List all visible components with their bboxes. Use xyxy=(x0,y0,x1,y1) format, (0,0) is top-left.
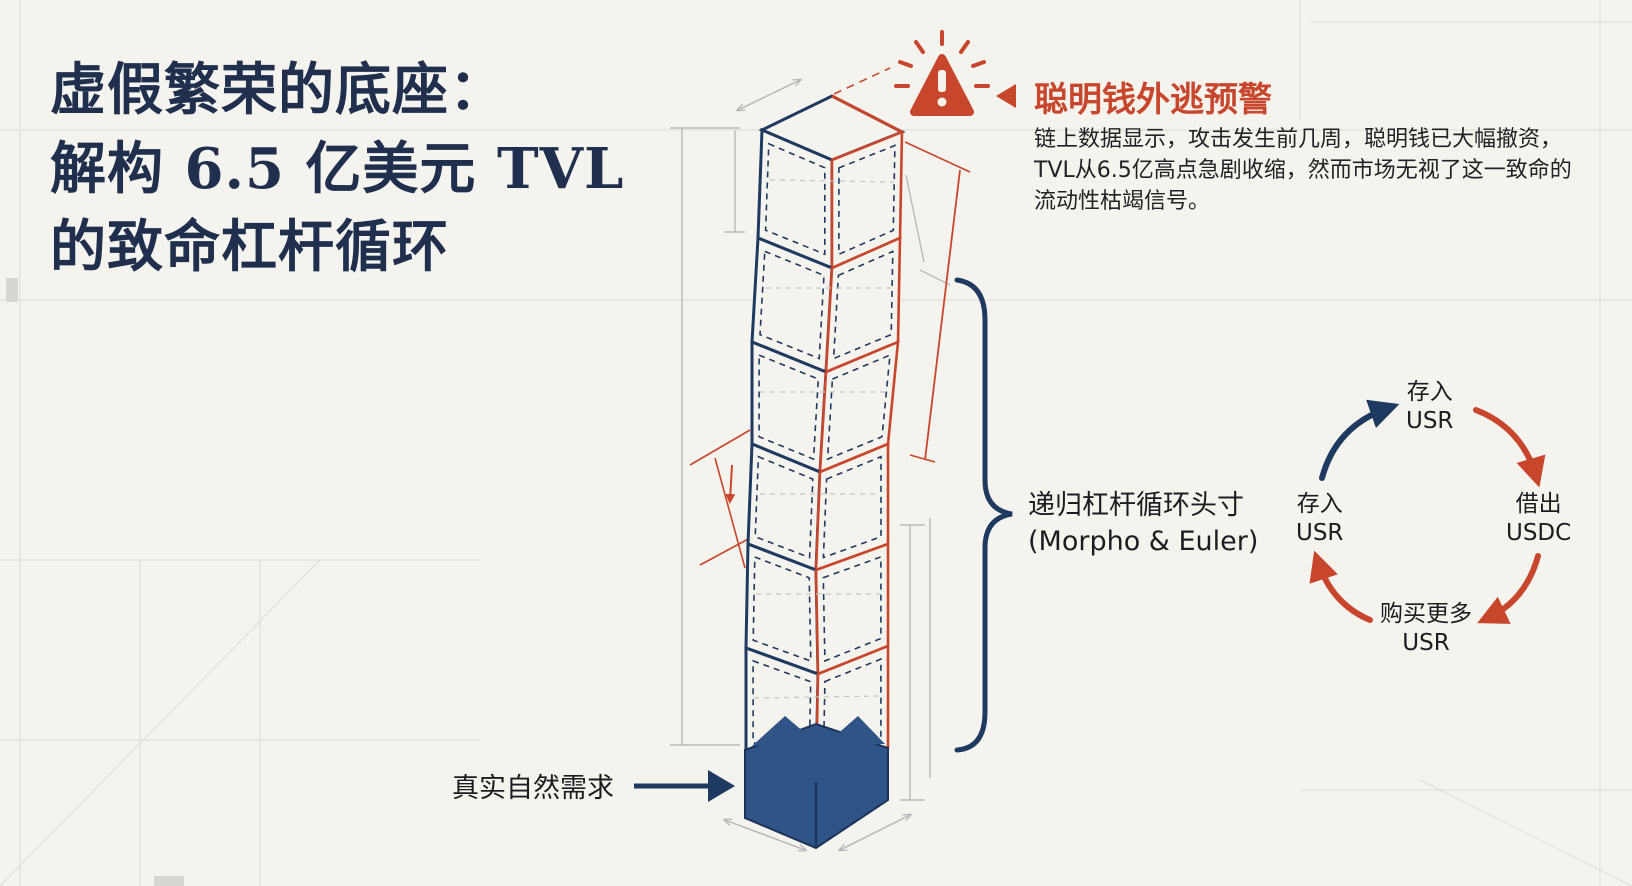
tower-blocks xyxy=(744,94,906,781)
tower-block-hidden-edge xyxy=(769,179,895,183)
tower-block-hidden-edge xyxy=(753,695,881,699)
tower-block-inner-dashed xyxy=(754,455,814,559)
title-line-2-mid: 亿美元 xyxy=(284,137,497,202)
tower-block-inner-dashed xyxy=(759,250,825,360)
cycle-node-right: 借出 USDC xyxy=(1506,490,1571,548)
cycle-node-bottom-line-2: USR xyxy=(1402,630,1450,656)
title-line-3: 的致命杠杆循环 xyxy=(50,215,449,280)
tower-block-inner-dashed xyxy=(832,250,894,360)
leverage-cycle-arrows xyxy=(1309,399,1546,624)
title-line-1: 虚假繁荣的底座： xyxy=(50,58,506,123)
page-title: 虚假繁荣的底座： 解构 6.5 亿美元 TVL 的致命杠杆循环 xyxy=(50,52,624,287)
title-line-2-prefix: 解构 xyxy=(50,137,185,202)
base-label: 真实自然需求 xyxy=(452,773,614,804)
cycle-node-left-line-2: USR xyxy=(1296,520,1344,546)
warning-pointer-icon xyxy=(996,84,1016,108)
warning-title: 聪明钱外逃预警 xyxy=(1034,80,1272,120)
cycle-node-left: 存入 USR xyxy=(1296,490,1343,548)
title-line-2: 解构 6.5 亿美元 TVL xyxy=(50,130,624,209)
base-pointer-arrowhead xyxy=(708,770,735,802)
tower-block-inner-dashed xyxy=(826,353,891,461)
cycle-node-bottom: 购买更多 USR xyxy=(1380,600,1472,658)
warning-triangle-icon xyxy=(894,30,990,116)
dimension-lines xyxy=(670,80,951,850)
cycle-node-left-line-1: 存入 xyxy=(1296,491,1343,517)
title-line-2-tvl: TVL xyxy=(496,136,625,202)
brace-label: 递归杠杆循环头寸 (Morpho & Euler) xyxy=(1028,488,1258,560)
title-line-2-number: 6.5 xyxy=(184,136,285,202)
brace-label-line-1: 递归杠杆循环头寸 xyxy=(1028,490,1244,521)
tower-block-inner-dashed xyxy=(764,142,826,256)
cycle-node-right-line-2: USDC xyxy=(1506,520,1572,546)
warning-body: 链上数据显示，攻击发生前几周，聪明钱已大幅撤资，TVL从6.5亿高点急剧收缩，然… xyxy=(1034,127,1572,214)
cycle-node-bottom-line-1: 购买更多 xyxy=(1380,601,1472,627)
base-block xyxy=(744,716,889,850)
tower-block-inner-dashed xyxy=(752,555,812,663)
cycle-node-top-line-1: 存入 xyxy=(1406,379,1453,405)
tower-block-inner-dashed xyxy=(758,353,820,461)
tower-top-red-edge xyxy=(831,94,903,134)
cycle-node-right-line-1: 借出 xyxy=(1515,491,1562,517)
cycle-node-top-line-2: USR xyxy=(1406,408,1454,434)
brace xyxy=(954,277,1013,753)
cycle-node-top: 存入 USR xyxy=(1406,378,1453,436)
brace-label-line-2: (Morpho & Euler) xyxy=(1028,526,1259,557)
tower-block-inner-dashed xyxy=(838,144,896,256)
